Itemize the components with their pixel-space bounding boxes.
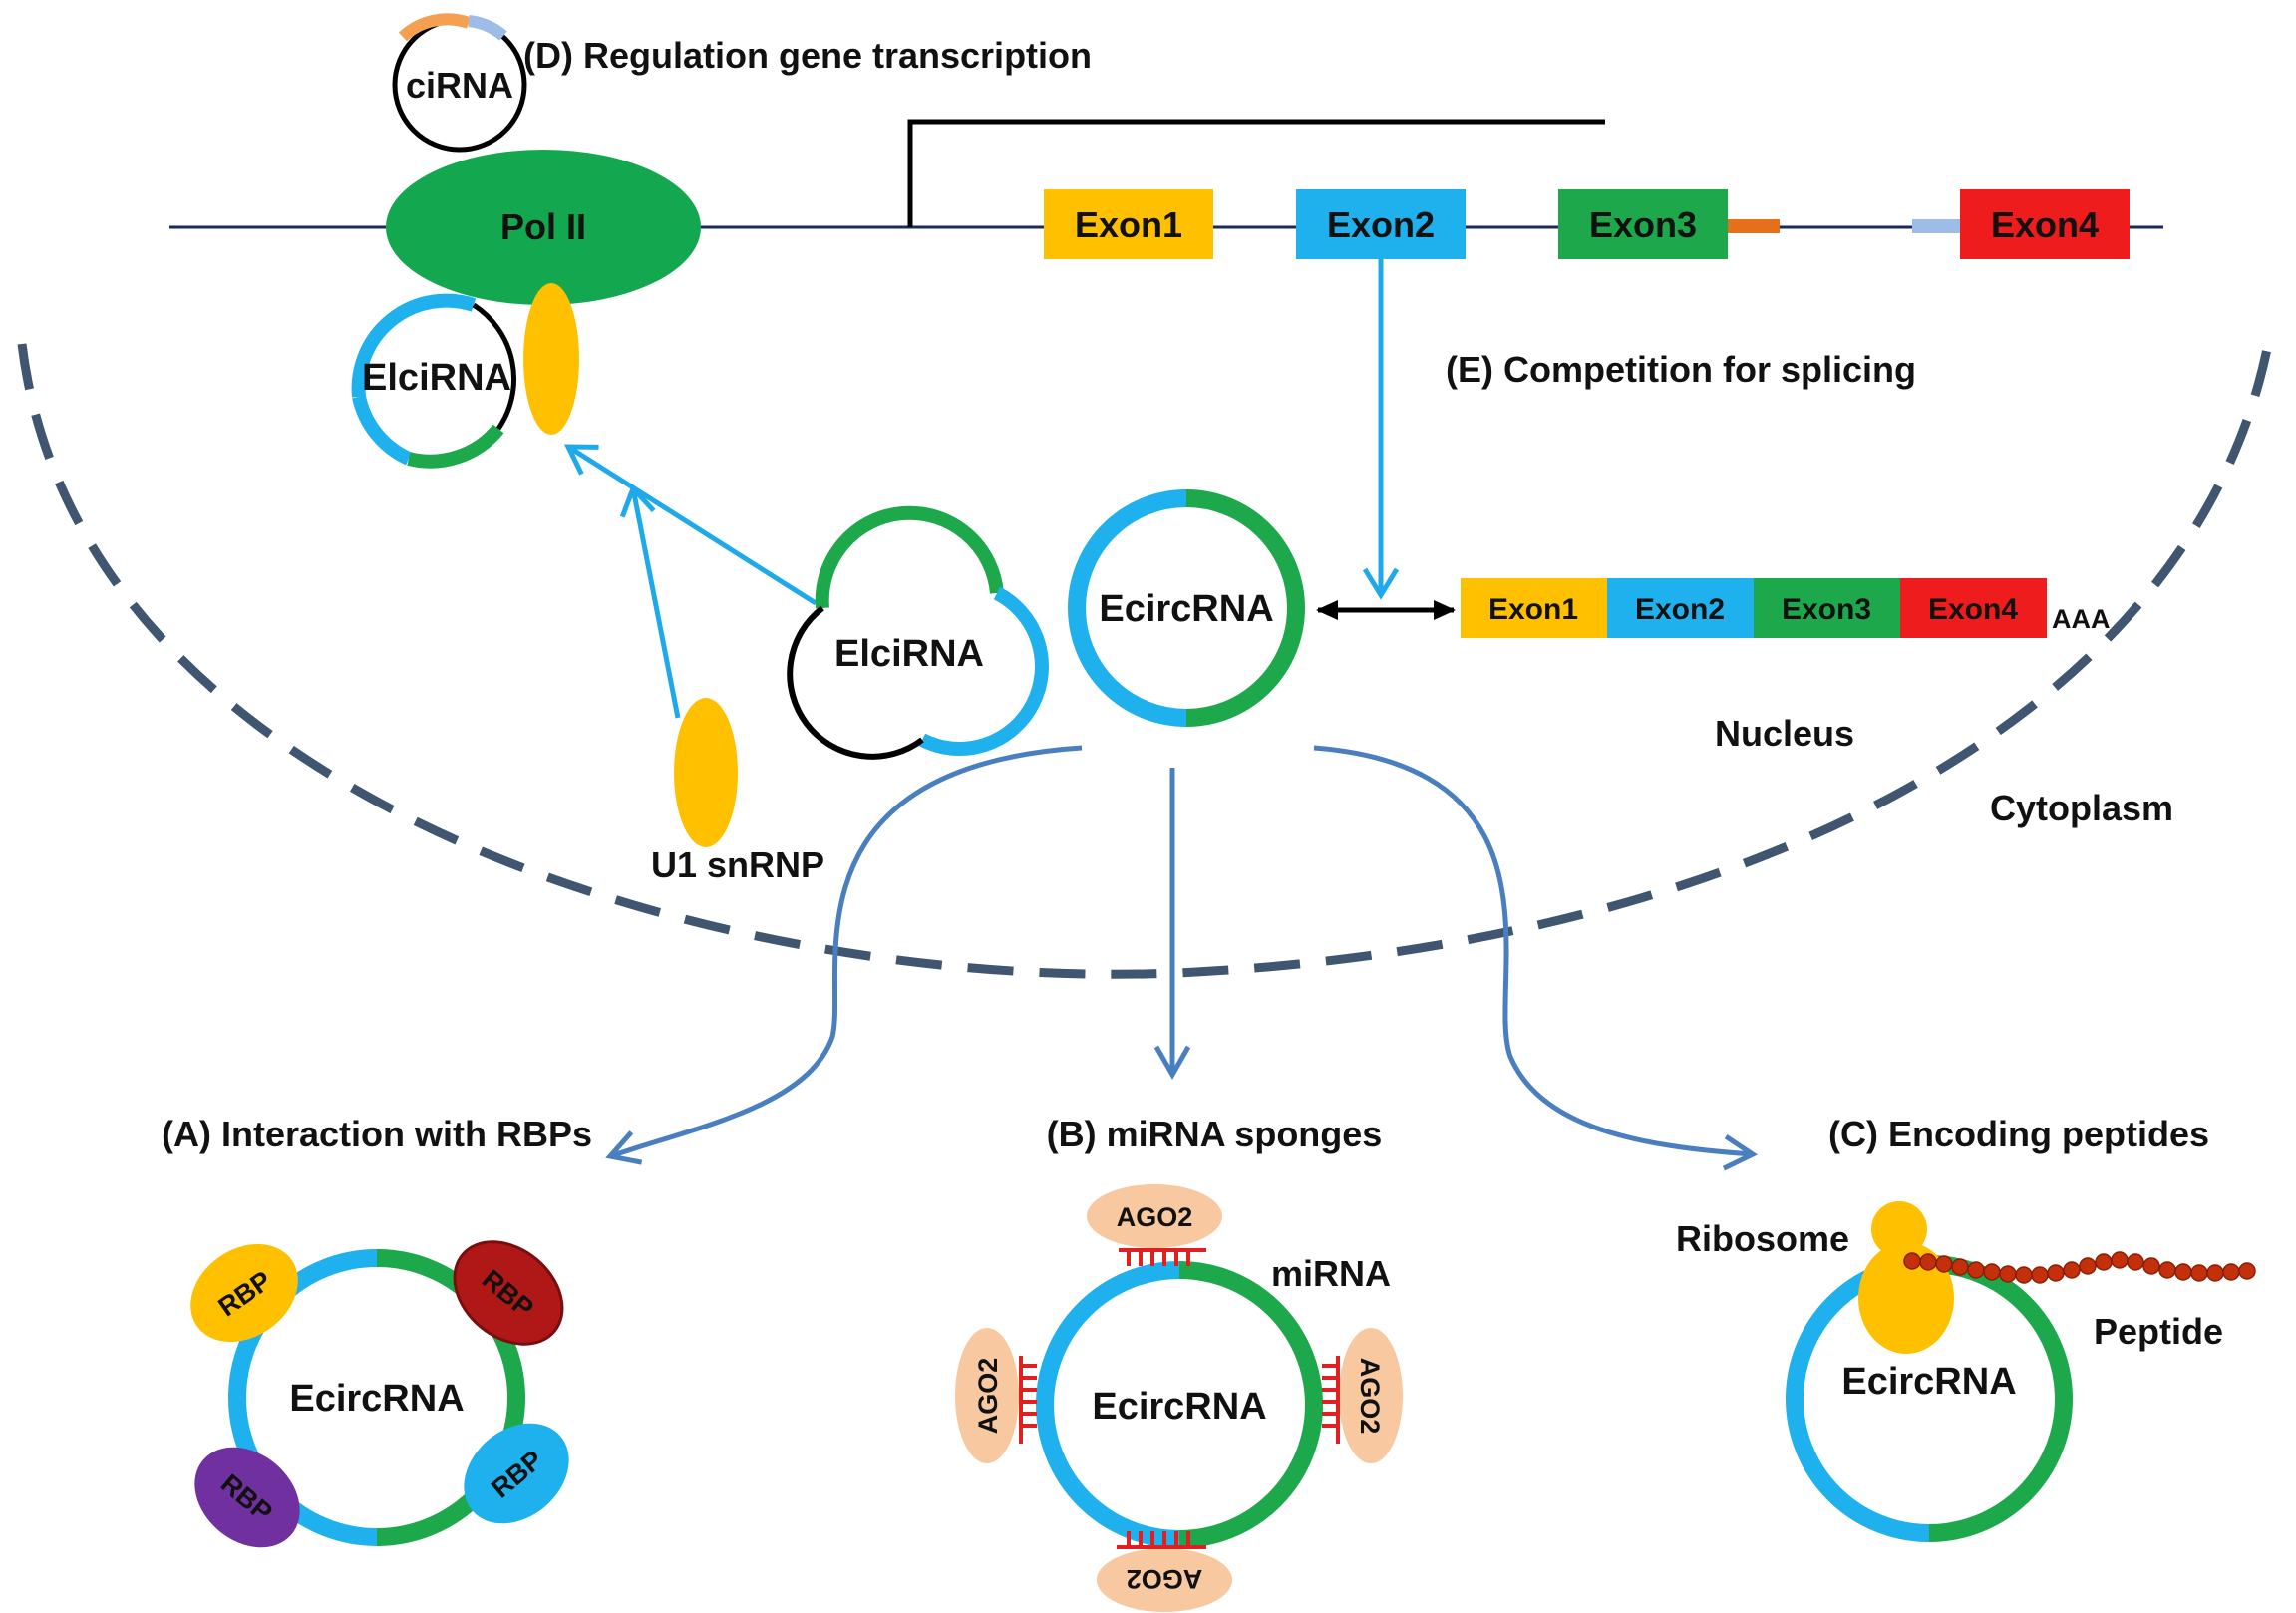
ago2-right-label: AGO2 bbox=[1355, 1358, 1385, 1435]
arrow-to-panel-a bbox=[605, 745, 1083, 1165]
arrow-u1-to-complex bbox=[619, 484, 681, 719]
gene-exon-4-label: Exon4 bbox=[1991, 204, 2099, 245]
panel-c-ecircrna-label: EcircRNA bbox=[1841, 1361, 2016, 1403]
gene-exon-3-label: Exon3 bbox=[1589, 204, 1697, 245]
panel-c-title: (C) Encoding peptides bbox=[1828, 1114, 2209, 1154]
eicirna-free: ElciRNA bbox=[787, 505, 1049, 760]
mirna-top bbox=[1119, 1248, 1206, 1266]
arrow-eicirna-to-u1 bbox=[563, 444, 818, 606]
ecircrna-center: EcircRNA bbox=[1068, 489, 1305, 727]
panel-d-title: (D) Regulation gene transcription bbox=[523, 35, 1092, 76]
cytoplasm-label: Cytoplasm bbox=[1990, 788, 2173, 828]
panel-a-title: (A) Interaction with RBPs bbox=[162, 1114, 592, 1154]
nuclear-membrane bbox=[17, 343, 2273, 979]
ago2-top: AGO2 bbox=[1087, 1184, 1222, 1248]
intron-flank-orange bbox=[1728, 219, 1780, 233]
mirna-label: miRNA bbox=[1271, 1253, 1391, 1294]
mirna-right bbox=[1322, 1356, 1340, 1444]
ago2-bottom: AGO2 bbox=[1097, 1548, 1232, 1612]
peptide-chain bbox=[1903, 1251, 2256, 1284]
mirna-bottom bbox=[1117, 1531, 1206, 1549]
u1-snrnp-bound bbox=[523, 283, 579, 435]
panel-b-title: (B) miRNA sponges bbox=[1047, 1114, 1383, 1154]
cirna-label: ciRNA bbox=[406, 65, 513, 106]
cirna: ciRNA bbox=[392, 13, 527, 153]
arrow-to-panel-c bbox=[1313, 745, 1759, 1171]
panel-a-ecircrna: EcircRNA bbox=[228, 1249, 525, 1546]
panel-b-ecircrna-label: EcircRNA bbox=[1092, 1386, 1266, 1428]
panel-b-ecircrna: EcircRNA bbox=[1036, 1261, 1323, 1548]
ago2-right: AGO2 bbox=[1339, 1328, 1403, 1463]
ago2-top-label: AGO2 bbox=[1117, 1202, 1193, 1232]
ago2-left: AGO2 bbox=[955, 1328, 1019, 1463]
ecircrna-center-label: EcircRNA bbox=[1099, 588, 1273, 630]
gene-exon-1: Exon1 bbox=[1044, 189, 1213, 259]
rbp-blue: RBP bbox=[464, 1423, 569, 1524]
ago2-bottom-label: AGO2 bbox=[1127, 1564, 1203, 1594]
pol2-label: Pol II bbox=[500, 206, 586, 247]
peptide-label: Peptide bbox=[2094, 1311, 2223, 1352]
eicirna-bound-label: ElciRNA bbox=[362, 357, 511, 399]
rbp-yellow: RBP bbox=[190, 1243, 298, 1343]
ribosome-label: Ribosome bbox=[1676, 1218, 1849, 1259]
panel-e-title: (E) Competition for splicing bbox=[1446, 349, 1916, 390]
gene-exon-2-label: Exon2 bbox=[1327, 204, 1435, 245]
gene-exon-4: Exon4 bbox=[1912, 189, 2130, 259]
rbp-red: RBP bbox=[453, 1240, 564, 1346]
gene-exon-2: Exon2 bbox=[1296, 189, 1466, 259]
nucleus-label: Nucleus bbox=[1715, 713, 1854, 754]
mrna-exon-4-label: Exon4 bbox=[1928, 593, 2018, 626]
linear-mrna: Exon1 Exon2 Exon3 Exon4 AAA bbox=[1461, 578, 2111, 638]
intron-flank-lightblue bbox=[1912, 219, 1964, 233]
u1-snrnp-label: U1 snRNP bbox=[651, 844, 824, 885]
gene-exon-1-label: Exon1 bbox=[1075, 204, 1182, 245]
mrna-exon-2-label: Exon2 bbox=[1635, 593, 1725, 626]
pol2: Pol II bbox=[386, 150, 701, 305]
transcription-start-line bbox=[907, 119, 1605, 227]
mrna-exon-1-label: Exon1 bbox=[1488, 593, 1578, 626]
ribosome bbox=[1858, 1201, 1954, 1354]
mirna-left bbox=[1019, 1356, 1037, 1444]
mrna-exon-3-label: Exon3 bbox=[1782, 593, 1871, 626]
gene-exon-3: Exon3 bbox=[1558, 189, 1780, 259]
rbp-purple: RBP bbox=[194, 1447, 300, 1548]
ago2-left-label: AGO2 bbox=[973, 1358, 1003, 1435]
eicirna-free-label: ElciRNA bbox=[834, 633, 984, 675]
polya-label: AAA bbox=[2052, 604, 2111, 634]
panel-a-ecircrna-label: EcircRNA bbox=[289, 1378, 464, 1420]
u1-snrnp-free bbox=[674, 698, 738, 847]
eicirna-bound: ElciRNA bbox=[351, 293, 517, 469]
